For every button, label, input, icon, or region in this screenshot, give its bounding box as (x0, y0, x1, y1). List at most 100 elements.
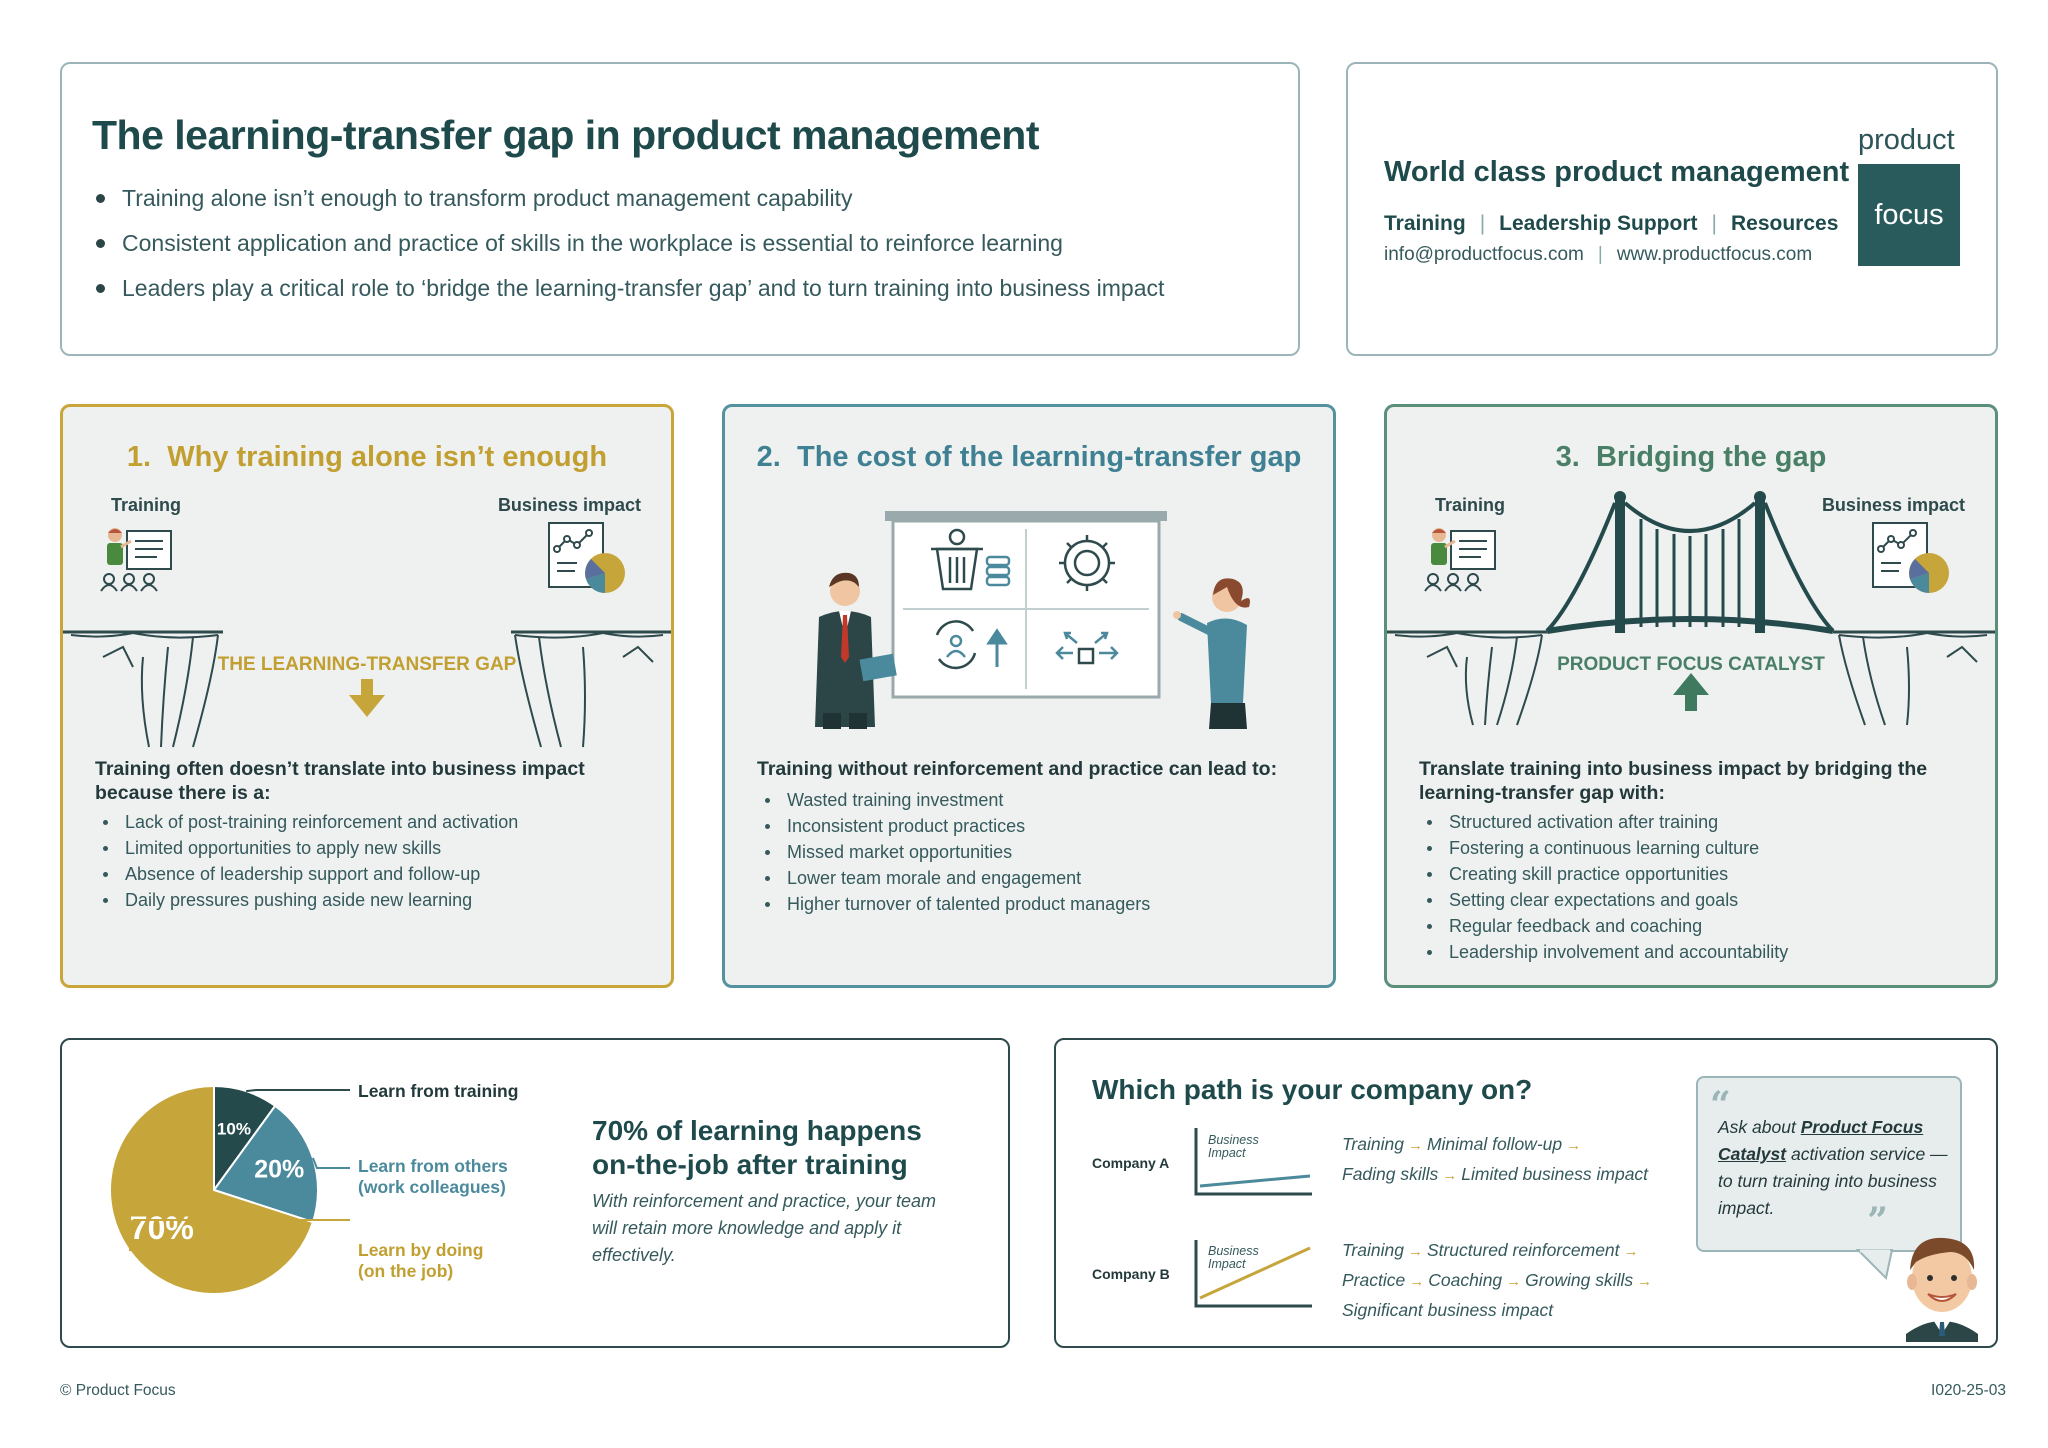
divider: | (1711, 212, 1717, 235)
company-b-chart (1194, 1240, 1312, 1308)
leader-line (128, 1219, 350, 1252)
meeting-illustration (815, 511, 1250, 729)
panel-number: 1. (126, 441, 152, 473)
speech-bubble: “ Ask about Product Focus Catalyst activ… (1696, 1076, 1962, 1252)
list-item: Daily pressures pushing aside new learni… (99, 887, 518, 913)
header-bullet: Training alone isn’t enough to transform… (96, 176, 1164, 221)
panel-title-text: Why training alone isn’t enough (167, 441, 608, 473)
catalyst-link[interactable]: Product Focus Catalyst (1718, 1117, 1924, 1164)
bubble-tail (1856, 1249, 1894, 1281)
logo-box-text: focus (1874, 198, 1944, 231)
link-leadership-support[interactable]: Leadership Support (1499, 212, 1698, 235)
copyright: © Product Focus (60, 1382, 176, 1399)
business-impact-label: Business impact (1821, 495, 1965, 515)
logo-box: focus (1858, 164, 1960, 266)
path-title: Which path is your company on? (1092, 1074, 1533, 1105)
panel-list: Structured activation after training Fos… (1423, 809, 1788, 965)
learning-pie-chart: 10%20%70% (109, 1084, 350, 1295)
down-arrow-icon (349, 679, 385, 717)
list-item: Setting clear expectations and goals (1423, 887, 1788, 913)
gap-label: THE LEARNING-TRANSFER GAP (217, 654, 517, 675)
bridge-illustration (1387, 491, 1995, 726)
catalyst-label: PRODUCT FOCUS CATALYST (1557, 654, 1825, 675)
up-arrow-icon (1673, 673, 1709, 711)
list-item: Higher turnover of talented product mana… (761, 891, 1150, 917)
panel-cost-of-gap: 2. The cost of the learning-transfer gap (722, 404, 1336, 988)
pie-slice-label: 10% (217, 1120, 251, 1139)
leader-line (311, 1157, 350, 1169)
brand-links: Training | Leadership Support | Resource… (1384, 212, 1838, 236)
header-bullet: Leaders play a critical role to ‘bridge … (96, 266, 1164, 311)
company-b-label: Company B (1092, 1266, 1170, 1282)
logo-word: product (1858, 124, 1955, 156)
panel-lead: Training without reinforcement and pract… (757, 758, 1278, 780)
list-item: Wasted training investment (761, 787, 1150, 813)
diverge-arrows-icon (1055, 631, 1119, 665)
learning-body: With reinforcement and practice, your te… (592, 1191, 936, 1265)
company-a-label: Company A (1092, 1155, 1170, 1171)
list-item: Regular feedback and coaching (1423, 913, 1788, 939)
cliff-left (1387, 630, 1547, 726)
training-label: Training (111, 495, 182, 515)
business-chart-icon (548, 522, 625, 593)
trainer-icon (1424, 528, 1496, 592)
list-item: Missed market opportunities (761, 839, 1150, 865)
gear-icon (1059, 535, 1115, 591)
panel-title-text: The cost of the learning-transfer gap (796, 441, 1302, 473)
panel-title: 2. The cost of the learning-transfer gap (725, 441, 1333, 474)
header-card: The learning-transfer gap in product man… (60, 62, 1300, 356)
list-item: Fostering a continuous learning culture (1423, 835, 1788, 861)
legend-learn-from-others: Learn from others(work colleagues) (358, 1156, 508, 1197)
business-impact-label: Business impact (497, 495, 641, 515)
list-item: Creating skill practice opportunities (1423, 861, 1788, 887)
business-chart-icon (1872, 522, 1949, 593)
legend-learn-from-training: Learn from training (358, 1081, 519, 1101)
panel-list: Lack of post-training reinforcement and … (99, 809, 518, 913)
divider: | (1479, 212, 1486, 235)
panel-why-training: 1. Why training alone isn’t enough Train… (60, 404, 674, 988)
leader-line (246, 1089, 350, 1093)
email-link[interactable]: info@productfocus.com (1384, 244, 1584, 265)
cliff-right (511, 630, 671, 748)
up-arrow-icon (986, 628, 1008, 667)
bridge-icon (1545, 491, 1835, 634)
quote-open-icon: “ (1710, 1084, 1731, 1126)
company-b-path: Training→Structured reinforcement→ Pract… (1342, 1240, 1653, 1320)
coins-icon (985, 555, 1011, 587)
legend-learn-by-doing: Learn by doing(on the job) (358, 1240, 484, 1281)
panel-list: Wasted training investment Inconsistent … (761, 787, 1150, 917)
list-item: Lower team morale and engagement (761, 865, 1150, 891)
website-link[interactable]: www.productfocus.com (1616, 244, 1813, 265)
learning-card: 10%20%70% Learn from training Learn from… (60, 1038, 1010, 1348)
header-bullets: Training alone isn’t enough to transform… (96, 176, 1164, 311)
pie-slice-label: 70% (130, 1210, 194, 1246)
brand-tagline: World class product management (1384, 156, 1850, 188)
businessman-figure (815, 572, 897, 729)
trainer-icon (100, 528, 172, 592)
company-a-path: Training→Minimal follow-up→ Fading skill… (1342, 1134, 1649, 1184)
advisor-avatar (1906, 1237, 1978, 1342)
link-resources[interactable]: Resources (1730, 212, 1839, 235)
people-cycle-icon (935, 620, 977, 670)
brand-contact: info@productfocus.com | www.productfocus… (1384, 244, 1812, 266)
list-item: Limited opportunities to apply new skill… (99, 835, 518, 861)
panel-bridging-gap: 3. Bridging the gap Training Business im… (1384, 404, 1998, 988)
list-item: Leadership involvement and accountabilit… (1423, 939, 1788, 965)
header-bullet: Consistent application and practice of s… (96, 221, 1164, 266)
path-card: Which path is your company on? Company A… (1054, 1038, 1998, 1348)
list-item: Inconsistent product practices (761, 813, 1150, 839)
bubble-text: Ask about Product Focus Catalyst activat… (1718, 1117, 1948, 1218)
list-item: Structured activation after training (1423, 809, 1788, 835)
link-training[interactable]: Training (1384, 212, 1466, 235)
panel-lead: Translate training into business impact … (1419, 758, 1928, 804)
training-label: Training (1435, 495, 1506, 515)
panel-title-text: Bridging the gap (1595, 441, 1827, 473)
gap-illustration (63, 522, 671, 748)
divider: | (1597, 244, 1603, 265)
document-code: I020-25-03 (1931, 1382, 2006, 1399)
page-title: The learning-transfer gap in product man… (92, 112, 1039, 158)
panel-lead: Training often doesn’t translate into bu… (95, 758, 585, 804)
list-item: Lack of post-training reinforcement and … (99, 809, 518, 835)
